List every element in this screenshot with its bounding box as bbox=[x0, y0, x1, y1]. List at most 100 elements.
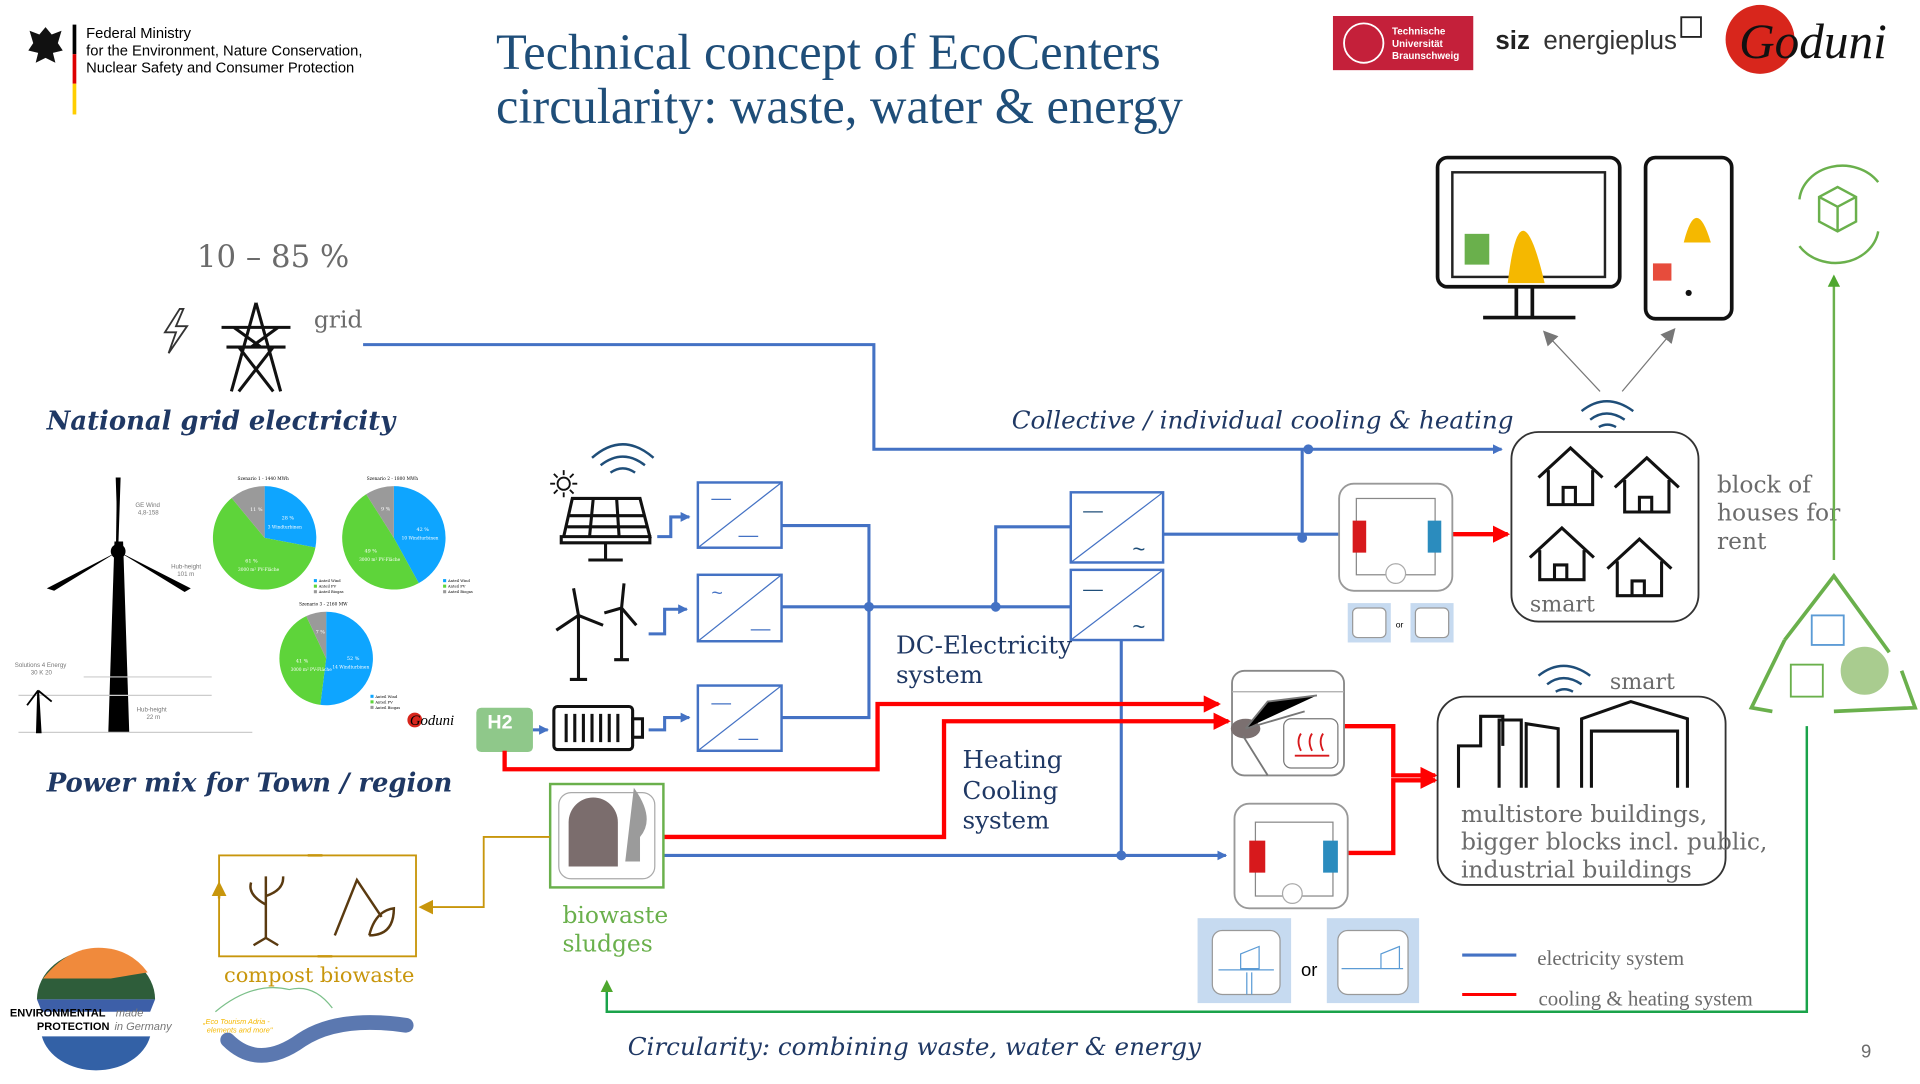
pie-slice-anteil-pv bbox=[212, 498, 316, 590]
buildings-block: multistore buildings, bigger blocks incl… bbox=[1436, 695, 1767, 886]
svg-text:H2: H2 bbox=[487, 712, 512, 734]
pie-legend-swatch bbox=[370, 700, 374, 704]
biowaste-label-2: sludges bbox=[562, 929, 652, 957]
pie-slice-anteil-pv bbox=[342, 494, 419, 590]
sun-icon bbox=[550, 470, 578, 498]
goduni-small-logo: Goduni bbox=[407, 712, 454, 729]
pie-legend-label: Anteil PV bbox=[374, 700, 393, 704]
ground-probe-icon-small bbox=[1347, 603, 1391, 643]
pie-legend-label: Anteil Biogas bbox=[447, 590, 473, 594]
svg-text:—: — bbox=[1083, 500, 1103, 522]
svg-text:in Germany: in Germany bbox=[114, 1021, 173, 1033]
compost-cycle bbox=[219, 854, 417, 958]
solar-to-converter bbox=[657, 512, 691, 539]
pie-legend-label: Anteil Biogas bbox=[318, 590, 344, 594]
solar-panel-icon bbox=[559, 496, 652, 562]
houses-smart-label: smart bbox=[1530, 592, 1595, 618]
svg-text:—: — bbox=[738, 525, 758, 547]
electricity-network bbox=[363, 343, 1503, 861]
compost-label: compost biowaste bbox=[224, 963, 414, 987]
pie-slice-label: 10 Windturbinen bbox=[402, 536, 439, 541]
or-label: or bbox=[1301, 959, 1317, 980]
pie-value-label: 9 % bbox=[381, 507, 391, 513]
page-title-line-1: Technical concept of EcoCenters bbox=[496, 24, 1161, 80]
svg-text:siz: siz bbox=[1495, 27, 1529, 55]
arrow-to-phone bbox=[1621, 327, 1676, 392]
pie-slice-label: 3000 m² PV-Fläche bbox=[291, 667, 333, 673]
ground-collector-icon bbox=[1326, 918, 1420, 1004]
svg-text:elements and more": elements and more" bbox=[207, 1026, 273, 1035]
svg-text:„Eco Tourism Adria -: „Eco Tourism Adria - bbox=[202, 1017, 270, 1026]
houses-desc-2: houses for bbox=[1717, 499, 1841, 527]
pylon-icon bbox=[221, 302, 291, 393]
svg-text:Technische: Technische bbox=[1392, 26, 1446, 37]
grid-label: grid bbox=[314, 305, 363, 333]
heat-pump-1 bbox=[1338, 482, 1454, 592]
svg-text:4,8-158: 4,8-158 bbox=[138, 509, 159, 516]
svg-text:—: — bbox=[711, 488, 731, 510]
ministry-line-3: Nuclear Safety and Consumer Protection bbox=[86, 61, 354, 77]
pie-legend-label: Anteil Wind bbox=[447, 579, 471, 583]
svg-text:Goduni: Goduni bbox=[410, 713, 454, 729]
pie-legend-swatch bbox=[313, 579, 317, 583]
svg-text:Goduni: Goduni bbox=[1739, 14, 1887, 69]
ac-dc-converter-wind: ~ — bbox=[696, 573, 783, 643]
siz-energieplus-logo: siz energieplus bbox=[1495, 16, 1702, 55]
heating-cooling-network bbox=[502, 525, 1511, 856]
pie-value-label: 52 % bbox=[347, 656, 360, 662]
ground-probe-icon bbox=[1197, 918, 1292, 1004]
grid-share: 10 – 85 % bbox=[197, 239, 349, 275]
svg-text:101 m: 101 m bbox=[177, 571, 194, 578]
power-mix-caption: Power mix for Town / region bbox=[46, 768, 453, 798]
svg-text:—: — bbox=[1083, 579, 1103, 601]
pie-slice-anteil-wind bbox=[393, 486, 446, 584]
dc-ac-inverter-1: — ~ bbox=[1069, 491, 1165, 564]
goduni-logo: Goduni bbox=[1725, 4, 1887, 74]
houses-desc-3: rent bbox=[1717, 527, 1767, 555]
pie-title: Szenario 3 - 2160 MW bbox=[299, 603, 348, 608]
pie-legend-swatch bbox=[443, 590, 447, 594]
legend-heating-label: cooling & heating system bbox=[1539, 987, 1753, 1011]
svg-text:—: — bbox=[738, 728, 758, 750]
pie-value-label: 11 % bbox=[250, 507, 263, 513]
pie-title: Szenario 1 - 1440 MWh bbox=[238, 477, 289, 482]
phone-dashboard-icon bbox=[1643, 155, 1734, 321]
pie-legend-label: Anteil Biogas bbox=[374, 706, 400, 710]
ministry-line-1: Federal Ministry bbox=[86, 26, 192, 42]
legend: electricity system cooling & heating sys… bbox=[1462, 946, 1753, 1011]
circularity-return-line bbox=[600, 726, 1809, 1013]
pie-value-label: 61 % bbox=[245, 558, 258, 564]
houses-desc-1: block of bbox=[1717, 470, 1813, 498]
hc-label-3: system bbox=[962, 805, 1049, 834]
or-label-small: or bbox=[1396, 620, 1404, 630]
wind-turbine-size-comparison: GE Wind 4,8-158 Hub-height 101 m Solutio… bbox=[15, 477, 253, 734]
biogas-plant-icon bbox=[548, 782, 665, 889]
hc-label-2: Cooling bbox=[962, 776, 1058, 805]
svg-text:Universität: Universität bbox=[1392, 39, 1444, 50]
page-title-line-2: circularity: waste, water & energy bbox=[496, 78, 1184, 134]
dc-dc-converter-battery: — — bbox=[696, 684, 783, 753]
wind-turbines-icon bbox=[555, 583, 638, 681]
pie-slice-anteil-biogas bbox=[366, 486, 394, 538]
svg-text:—: — bbox=[751, 618, 771, 640]
pie-legend-swatch bbox=[443, 579, 447, 583]
pie-value-label: 49 % bbox=[364, 548, 377, 554]
battery-icon bbox=[552, 704, 645, 752]
pie-slice-label: 14 Windturbinen bbox=[332, 666, 369, 671]
pie-legend-label: Anteil Wind bbox=[374, 695, 398, 699]
svg-text:~: ~ bbox=[1132, 536, 1145, 561]
eagle-icon bbox=[28, 27, 63, 63]
hc-label-1: Heating bbox=[962, 745, 1062, 774]
svg-text:PROTECTION: PROTECTION bbox=[37, 1021, 110, 1033]
dc-dc-converter-solar: — — bbox=[696, 481, 783, 549]
pie-value-label: 7 % bbox=[316, 629, 326, 635]
pie-legend-swatch bbox=[443, 584, 447, 588]
tu-braunschweig-logo: Technische Universität Braunschweig bbox=[1332, 16, 1474, 71]
houses-block: smart bbox=[1510, 431, 1700, 623]
buildings-smart-label: smart bbox=[1610, 669, 1675, 695]
svg-text:—: — bbox=[711, 692, 731, 714]
svg-text:made: made bbox=[116, 1008, 144, 1020]
